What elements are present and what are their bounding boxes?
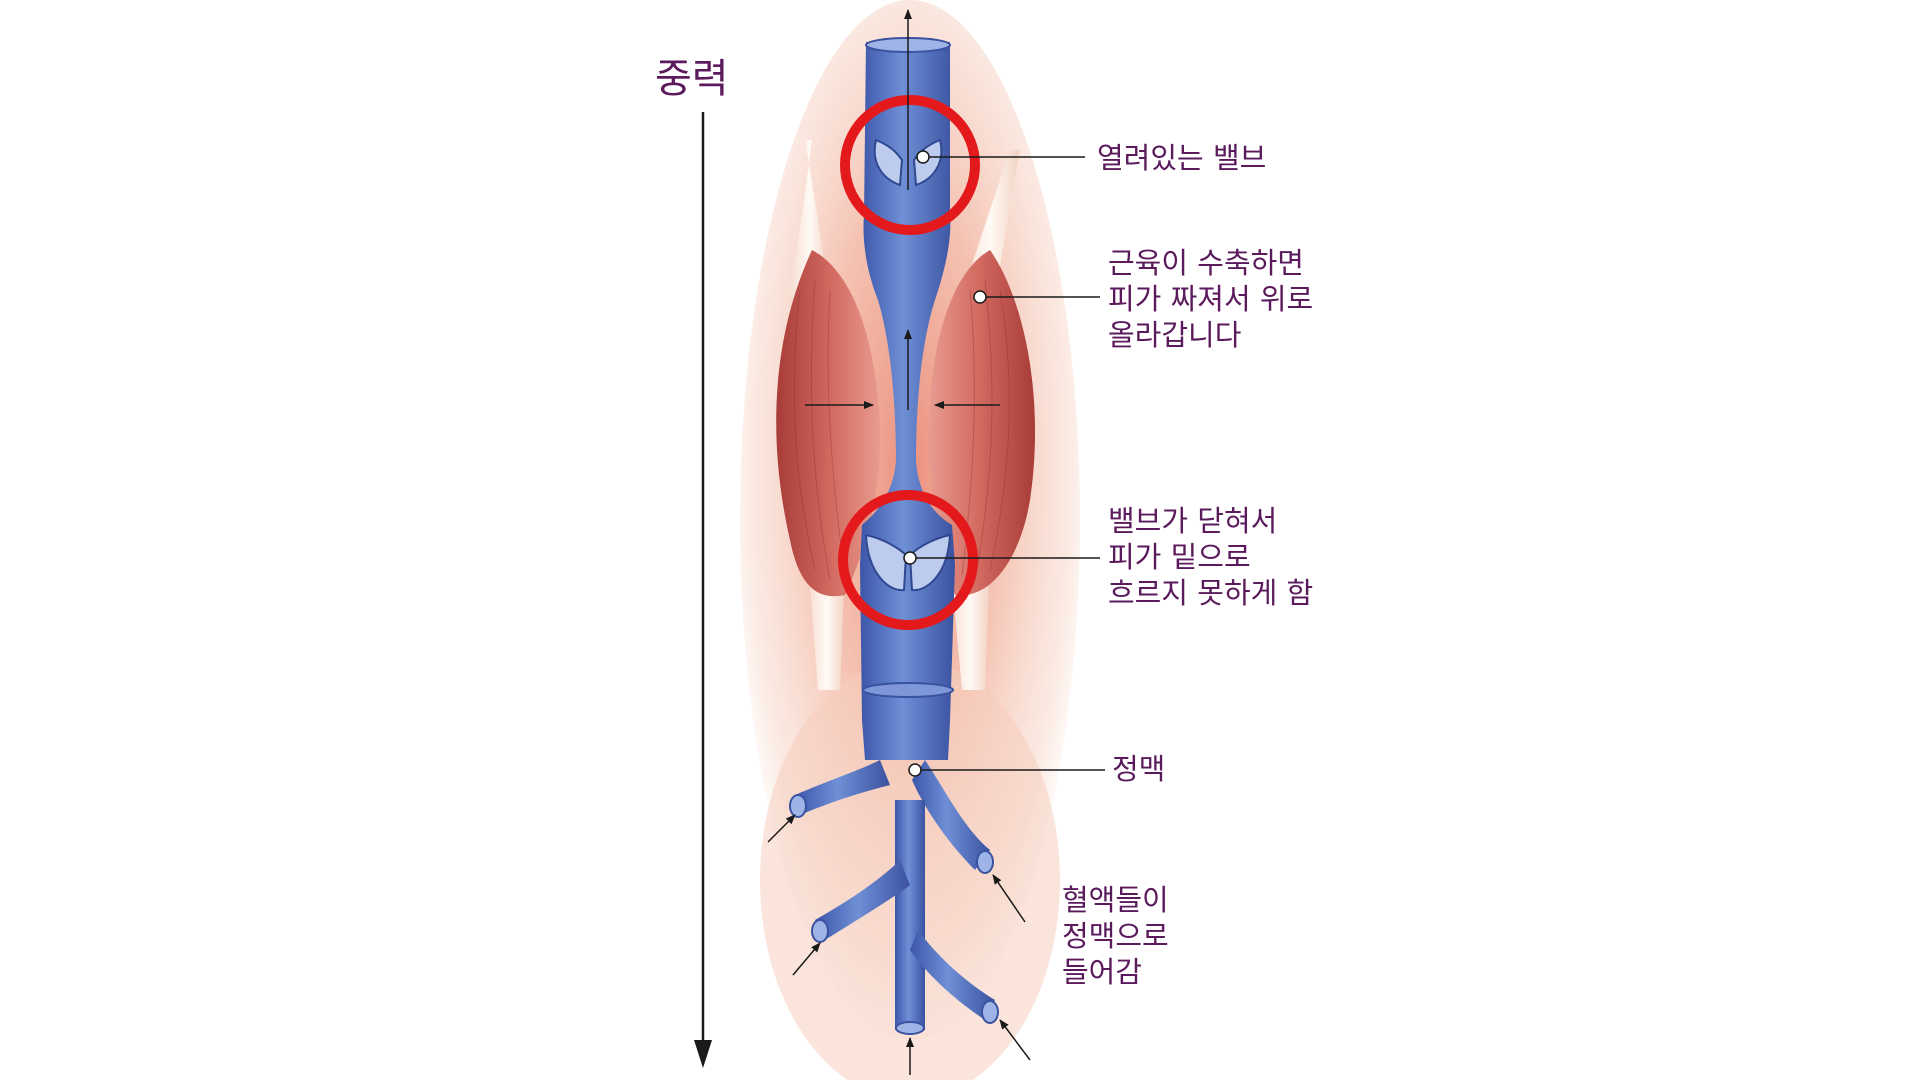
muscle-left [776,250,881,597]
closed-valve-line: 흐르지 못하게 함 [1108,576,1314,610]
muscle-contraction-line: 근육이 수축하면 [1108,246,1304,280]
open-valve-label: 열려있는 밸브 [1097,141,1267,175]
blood-enters-line: 혈액들이 [1062,883,1169,917]
muscle-fibers [793,279,1010,581]
blood-enters-label: 혈액들이 정맥으로 들어감 [1062,882,1169,990]
valve-closed [864,533,952,592]
blood-enters-line: 들어감 [1062,955,1143,989]
inward-arrow-icon [767,814,796,843]
vein-segment-joint [862,682,954,698]
vein-label: 정맥 [1112,752,1166,786]
highlight-circle-closed-valve [838,490,978,630]
muscle-contraction-line: 올라갑니다 [1108,318,1242,352]
vein-branches [795,760,995,1030]
leader-lines [903,150,1105,777]
blood-enters-line: 정맥으로 [1062,919,1169,953]
closed-valve-line: 밸브가 닫혀서 [1108,504,1278,538]
muscle-contraction-line: 피가 짜져서 위로 [1108,282,1314,316]
closed-valve-line: 피가 밑으로 [1108,540,1251,574]
closed-valve-label: 밸브가 닫혀서 피가 밑으로 흐르지 못하게 함 [1108,503,1313,611]
muscle-contraction-label: 근육이 수축하면 피가 짜져서 위로 올라갑니다 [1108,245,1313,353]
down-arrow-head [694,1040,712,1068]
inward-arrow-icon [999,1019,1031,1061]
valve-open [873,138,943,187]
branch-openings [789,794,999,1035]
gravity-label: 중력 [655,56,729,102]
inward-arrow-icon [792,942,821,976]
highlight-circle-open-valve [840,95,980,235]
inward-arrow-icon [992,874,1026,923]
